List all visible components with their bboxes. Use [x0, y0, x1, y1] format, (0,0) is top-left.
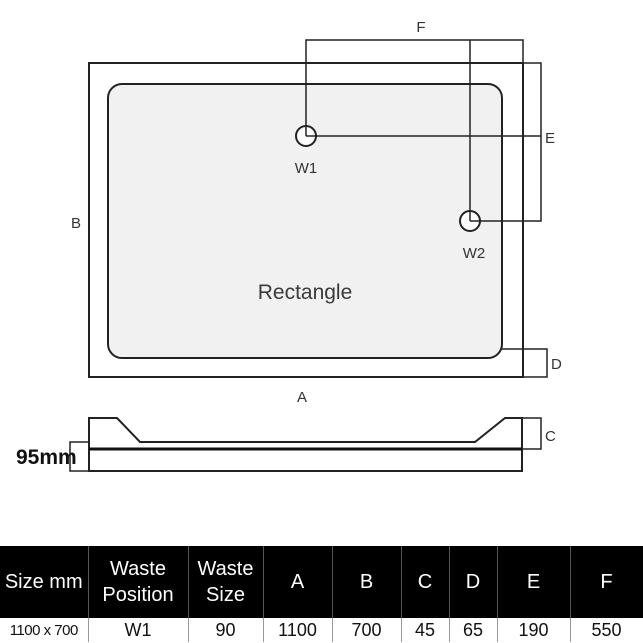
dimension-a-label: A	[297, 389, 307, 406]
header-size: Size mm	[0, 546, 89, 618]
dimension-c-bracket	[522, 417, 542, 450]
cell-d: 65	[449, 618, 498, 642]
height-label: 95mm	[16, 446, 77, 469]
header-waste-position: Waste Position	[88, 546, 189, 618]
header-f: F	[570, 546, 643, 618]
tray-side-profile	[88, 417, 523, 472]
height-bracket	[69, 441, 89, 472]
cell-b: 700	[332, 618, 402, 642]
header-a: A	[263, 546, 333, 618]
cell-waste-position: W1	[88, 618, 189, 642]
cell-waste-size: 90	[188, 618, 264, 642]
dimension-e-label: E	[545, 130, 555, 147]
spec-table: Size mm Waste Position Waste Size A B C …	[0, 546, 643, 642]
dimension-e-bracket	[470, 62, 542, 222]
dimension-d-label: D	[551, 356, 562, 373]
cell-e: 190	[497, 618, 571, 642]
dimension-f-label: F	[416, 19, 425, 36]
cell-size: 1100 x 700	[0, 618, 89, 642]
waste-w2-label: W2	[463, 245, 486, 262]
shower-tray-diagram: W1 W2 F E D A B Rectangle C 95mm	[16, 19, 562, 472]
dimension-c-label: C	[545, 428, 556, 445]
cell-f: 550	[570, 618, 643, 642]
header-d: D	[449, 546, 498, 618]
shape-label: Rectangle	[258, 281, 353, 304]
table-header-row: Size mm Waste Position Waste Size A B C …	[0, 546, 643, 618]
dimension-f-bracket	[305, 39, 524, 136]
header-c: C	[401, 546, 450, 618]
cell-c: 45	[401, 618, 450, 642]
dimension-d-bracket	[502, 348, 548, 378]
table-row: 1100 x 700 W1 90 1100 700 45 65 190 550	[0, 618, 643, 642]
waste-w1-label: W1	[295, 160, 318, 177]
dimension-b-label: B	[71, 215, 81, 232]
cell-a: 1100	[263, 618, 333, 642]
header-e: E	[497, 546, 571, 618]
header-waste-size: Waste Size	[188, 546, 264, 618]
header-b: B	[332, 546, 402, 618]
